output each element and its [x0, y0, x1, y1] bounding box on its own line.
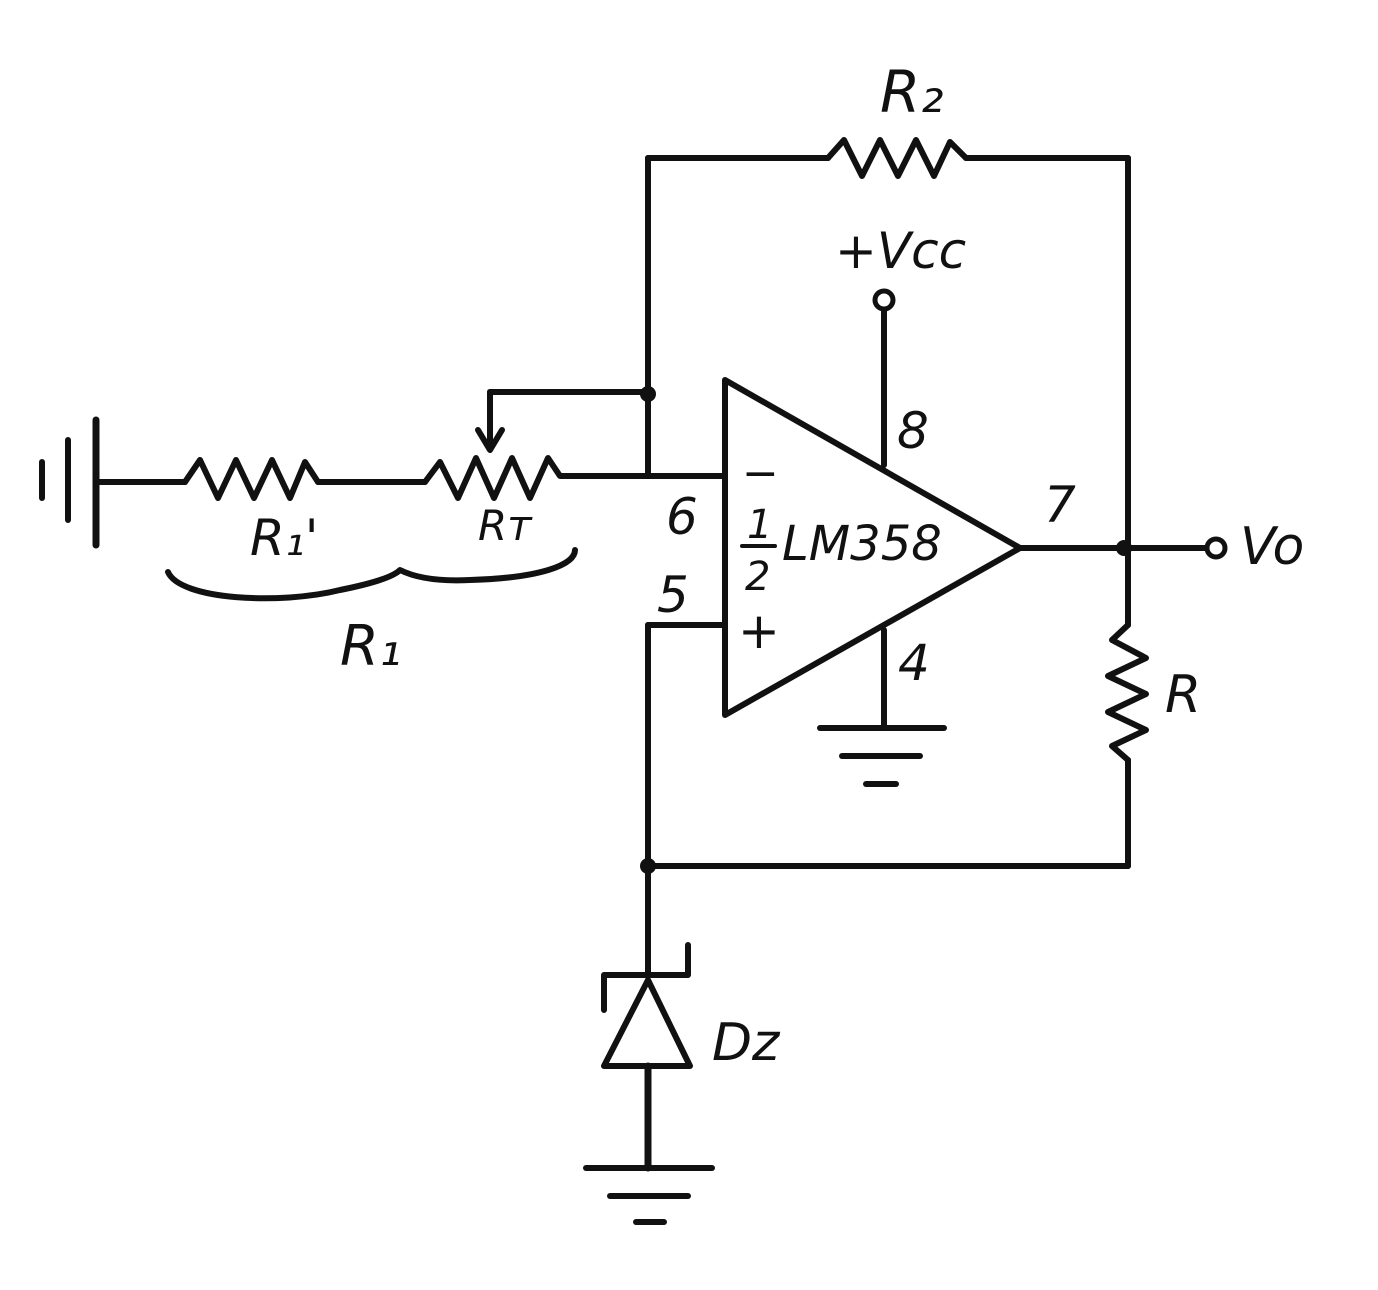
ground-icon-opamp [817, 627, 947, 787]
vo-terminal [1204, 536, 1228, 560]
label-pin6: 6 [666, 488, 698, 546]
label-pin7: 7 [1044, 476, 1076, 534]
resistor-r [1105, 622, 1149, 763]
label-half-numerator: 1 [747, 502, 772, 548]
label-r1: R₁ [340, 614, 401, 679]
junction-node-wiper [640, 386, 656, 402]
battery-source [39, 416, 100, 549]
label-minus: − [742, 448, 779, 499]
label-r1prime: R₁' [250, 509, 319, 567]
wiper-arrow-icon [475, 389, 505, 453]
brace-r1 [165, 547, 578, 602]
label-vcc: +Vcc [835, 222, 966, 280]
label-opamp-name: LM358 [782, 516, 942, 572]
resistor-r1prime [182, 457, 321, 501]
label-dz: Dz [712, 1013, 781, 1073]
label-r2: R₂ [880, 58, 944, 126]
label-pin4: 4 [898, 634, 930, 692]
resistor-r2 [825, 137, 969, 179]
vcc-terminal [872, 288, 896, 312]
label-half-denominator: 2 [745, 554, 770, 600]
ground-icon-zener [583, 1165, 715, 1225]
label-rt: Rᴛ [478, 501, 533, 550]
potentiometer-rt [422, 455, 575, 501]
opamp-designation: 1 2 LM358 [740, 502, 942, 600]
label-pin8: 8 [897, 402, 929, 460]
label-plus: + [738, 602, 780, 660]
opamp-triangle [722, 377, 1023, 718]
label-vo: Vo [1240, 517, 1304, 577]
label-pin5: 5 [657, 566, 689, 624]
label-r: R [1165, 665, 1201, 725]
